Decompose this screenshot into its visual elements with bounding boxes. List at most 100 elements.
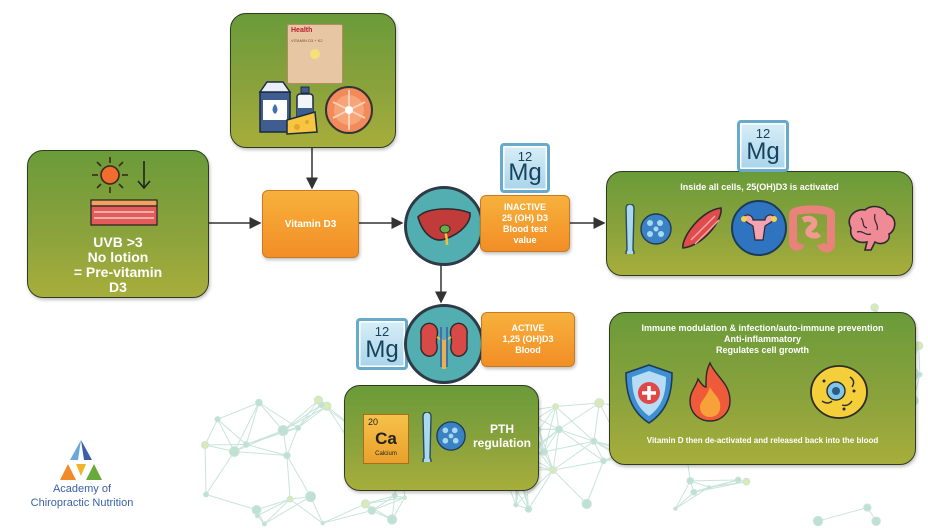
network-link bbox=[286, 455, 312, 497]
supplement-brand: Health bbox=[291, 27, 313, 34]
network-link bbox=[538, 406, 557, 430]
muscle-icon bbox=[682, 207, 722, 249]
network-link bbox=[297, 405, 328, 429]
network-link bbox=[205, 494, 257, 511]
network-node bbox=[524, 505, 533, 513]
network-node bbox=[600, 457, 607, 465]
network-node bbox=[552, 403, 560, 410]
intestine-icon bbox=[789, 205, 835, 253]
network-node bbox=[294, 424, 302, 432]
network-link bbox=[234, 451, 287, 457]
network-link bbox=[258, 402, 299, 429]
network-link bbox=[258, 402, 284, 431]
milk-icon bbox=[258, 81, 292, 133]
pth-line: PTH bbox=[490, 422, 514, 436]
network-node bbox=[320, 521, 325, 526]
network-link bbox=[282, 404, 322, 431]
network-link bbox=[675, 486, 710, 510]
network-link bbox=[553, 460, 604, 471]
magnesium-number: 12 bbox=[517, 149, 533, 164]
magnesium-symbol: Mg bbox=[365, 336, 399, 363]
network-node bbox=[203, 491, 210, 498]
bone-icon bbox=[422, 412, 432, 462]
network-node bbox=[549, 466, 558, 475]
network-node bbox=[513, 502, 519, 508]
network-link bbox=[233, 402, 260, 452]
network-link bbox=[593, 402, 600, 442]
down-arrow-icon bbox=[137, 161, 151, 190]
network-node bbox=[261, 521, 267, 527]
network-link bbox=[245, 402, 260, 445]
network-node bbox=[870, 303, 879, 312]
calcium-name: Calcium bbox=[375, 451, 397, 457]
network-node bbox=[214, 416, 221, 423]
inactive-25ohd3-box: INACTIVE 25 (OH) D3 Blood test value bbox=[480, 195, 570, 252]
network-link bbox=[257, 498, 291, 517]
liver-circle bbox=[404, 186, 484, 266]
network-node bbox=[283, 451, 291, 460]
network-link bbox=[558, 402, 600, 430]
network-node bbox=[706, 485, 712, 490]
salmon-icon bbox=[325, 86, 373, 134]
network-node bbox=[386, 514, 398, 525]
sunlight-line: UVB >3 bbox=[93, 234, 143, 250]
inactive-line: Blood test bbox=[503, 223, 547, 234]
network-node bbox=[313, 395, 324, 405]
network-link bbox=[365, 495, 395, 505]
network-link bbox=[245, 427, 299, 445]
network-link bbox=[322, 503, 366, 524]
sunlight-text: UVB >3 No lotion = Pre-vitamin D3 bbox=[28, 235, 208, 295]
active-125ohd3-box: ACTIVE 1,25 (OH)D3 Blood bbox=[481, 312, 575, 367]
network-link bbox=[543, 406, 557, 452]
active-line: 1,25 (OH)D3 bbox=[502, 334, 554, 344]
fire-icon bbox=[689, 361, 731, 422]
network-link bbox=[365, 497, 405, 505]
network-node bbox=[734, 476, 742, 484]
network-link bbox=[217, 402, 260, 420]
bone-cells-icon bbox=[640, 213, 672, 245]
network-link bbox=[371, 497, 405, 511]
network-link bbox=[555, 402, 600, 408]
network-link bbox=[593, 441, 604, 462]
network-link bbox=[708, 479, 739, 488]
calcium-number: 20 bbox=[368, 417, 379, 427]
network-link bbox=[256, 498, 291, 511]
magnesium-symbol: Mg bbox=[746, 138, 780, 165]
network-node bbox=[673, 506, 678, 511]
network-link bbox=[282, 399, 319, 431]
sunlight-line: D3 bbox=[109, 279, 127, 295]
academy-logo-text: Academy of Chiropractic Nutrition bbox=[18, 482, 146, 510]
network-node bbox=[594, 398, 605, 408]
network-link bbox=[690, 479, 739, 482]
network-link bbox=[552, 469, 588, 505]
network-node bbox=[254, 398, 263, 407]
bone-cells-icon bbox=[436, 421, 466, 451]
network-link bbox=[552, 440, 595, 471]
network-link bbox=[371, 495, 395, 511]
network-link bbox=[586, 460, 604, 505]
active-line: Blood bbox=[515, 345, 541, 355]
network-node bbox=[555, 425, 563, 434]
cheese-icon bbox=[286, 111, 318, 135]
effects-box: Immune modulation & infection/auto-immun… bbox=[609, 312, 916, 465]
network-link bbox=[204, 444, 207, 495]
cells-title: Inside all cells, 25(OH)D3 is activated bbox=[680, 182, 839, 192]
cell-icon bbox=[810, 365, 868, 419]
network-node bbox=[540, 447, 549, 456]
logo-line: Chiropractic Nutrition bbox=[30, 497, 134, 509]
sunlight-line: No lotion bbox=[87, 249, 149, 265]
network-link bbox=[264, 498, 291, 525]
inactive-line: 25 (OH) D3 bbox=[501, 212, 548, 223]
sunlight-box: UVB >3 No lotion = Pre-vitamin D3 bbox=[27, 150, 209, 298]
kidney-circle bbox=[404, 304, 484, 384]
network-link bbox=[322, 510, 372, 524]
network-node bbox=[690, 488, 698, 496]
network-node bbox=[367, 506, 377, 515]
network-link bbox=[543, 429, 560, 453]
skin-layers-icon bbox=[90, 199, 158, 226]
network-link bbox=[205, 443, 247, 446]
effects-line: Immune modulation & infection/auto-immun… bbox=[641, 323, 884, 333]
supplement-line: VITAMIN D3 + K2 bbox=[291, 38, 323, 43]
magnesium-tile: 12 Mg bbox=[356, 318, 408, 370]
